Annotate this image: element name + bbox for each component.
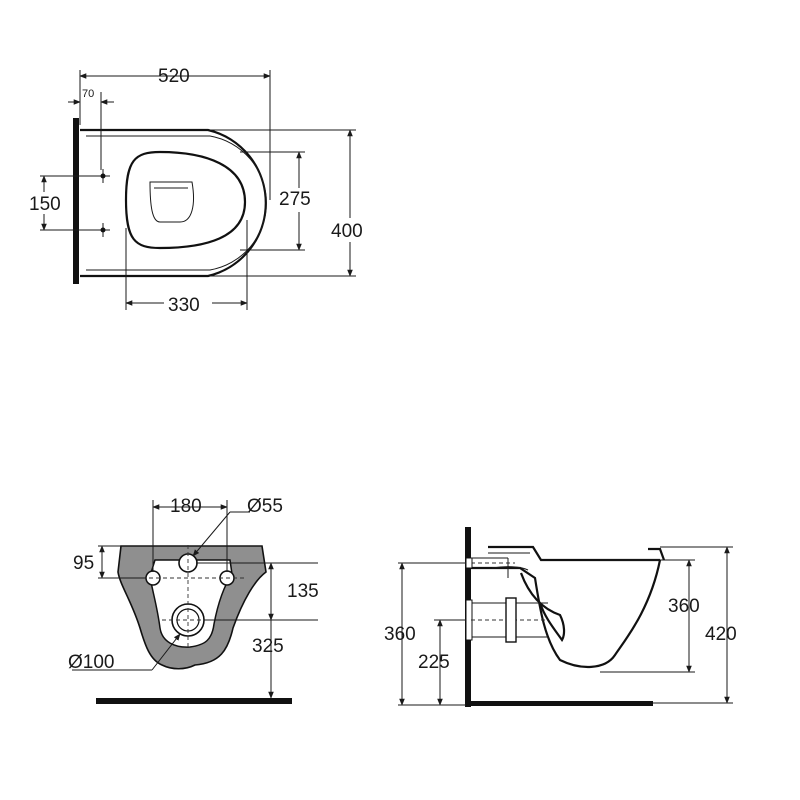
bowl-outline-outer: [80, 128, 267, 278]
dim-325: 325: [252, 636, 284, 657]
waste-pipe: [465, 597, 548, 643]
dim-95: 95: [73, 553, 94, 574]
dim-420: 420: [705, 624, 737, 645]
dim-520: 520: [158, 66, 190, 87]
dim-180: 180: [170, 496, 202, 517]
dim-275: 275: [279, 189, 311, 210]
dim-225: 225: [418, 652, 450, 673]
fixing-bolt-upper: [96, 169, 110, 183]
bowl-opening: [124, 150, 247, 250]
flush-outlet: [149, 181, 194, 223]
bowl-rim-tip: [648, 547, 666, 561]
dim-400: 400: [331, 221, 363, 242]
wall-top-view: [73, 118, 79, 284]
rear-view: 180 Ø55 95 135 325 Ø100: [68, 496, 319, 704]
bowl-outline-inner: [86, 135, 267, 271]
floor-side-view: [465, 701, 653, 706]
dim-150: 150: [29, 194, 61, 215]
floor-rear-view: [96, 698, 292, 704]
top-view: 520 70 150 275 400 330: [28, 66, 372, 316]
dim-360-left: 360: [384, 624, 416, 645]
side-view: 360 225 360 420: [384, 527, 737, 707]
dim-135: 135: [287, 581, 319, 602]
dim-70: 70: [82, 88, 94, 100]
dim-diameter-55: Ø55: [247, 496, 283, 517]
fixing-bolt-lower: [96, 223, 110, 237]
bowl-body-side: [471, 559, 662, 669]
dim-330: 330: [168, 295, 200, 316]
dim-diameter-100: Ø100: [68, 652, 114, 673]
dim-360-right: 360: [668, 596, 700, 617]
